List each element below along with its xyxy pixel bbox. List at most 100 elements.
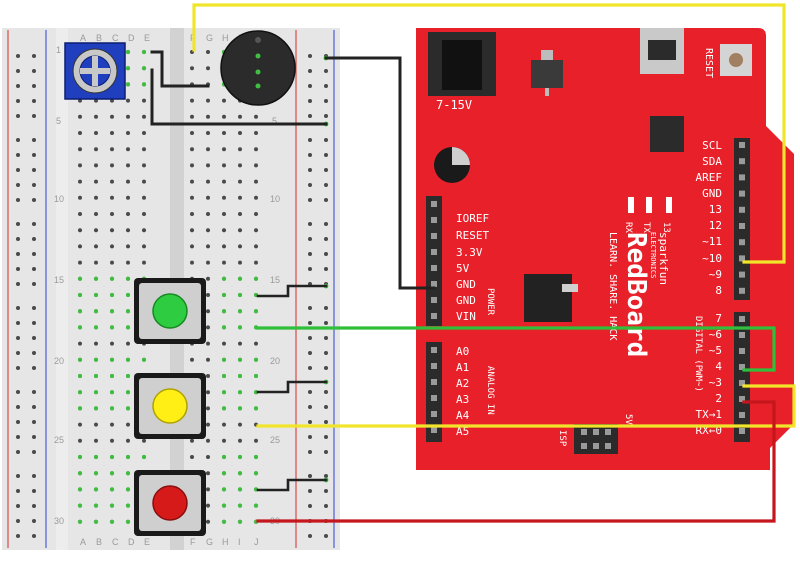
wire-rail-to-board-gnd[interactable]	[324, 56, 436, 290]
buzzer-body	[220, 30, 296, 106]
breadboard-hole	[222, 131, 226, 135]
breadboard-hole	[190, 114, 194, 119]
breadboard-hole	[126, 438, 130, 443]
breadboard-hole	[237, 357, 243, 362]
breadboard-hole	[16, 69, 20, 73]
breadboard-hole	[237, 309, 243, 314]
breadboard-hole	[77, 487, 83, 492]
breadboard-hole	[16, 351, 20, 355]
breadboard-hole	[109, 487, 115, 492]
header-pin	[581, 429, 587, 435]
wire-yellow-button-gnd[interactable]	[256, 380, 328, 394]
breadboard-hole	[308, 114, 312, 118]
breadboard-hole	[238, 228, 242, 233]
buzzer-hole-top	[255, 37, 261, 43]
breadboard-hole	[206, 325, 210, 330]
col-label-i-bottom: I	[238, 537, 241, 547]
header-pin	[431, 313, 437, 319]
breadboard-hole	[254, 147, 258, 152]
breadboard-hole	[142, 195, 146, 200]
voltage-regulator	[531, 60, 563, 88]
wire-yellow-button-to-pin3[interactable]	[256, 384, 796, 428]
wire-green-button-to-pin4[interactable]	[256, 326, 776, 372]
pushbutton-green[interactable]	[134, 278, 206, 344]
breadboard-hole	[221, 454, 227, 460]
breadboard-hole	[142, 228, 146, 233]
wire-buzzer-to-pin10[interactable]	[192, 3, 786, 264]
breadboard-hole	[254, 244, 258, 249]
breadboard-hole	[32, 405, 36, 409]
breadboard-hole	[126, 131, 130, 135]
breadboard-hole	[324, 114, 328, 118]
breadboard-hole	[125, 390, 131, 395]
breadboard-hole	[206, 244, 210, 249]
breadboard-hole	[77, 406, 83, 411]
breadboard-hole	[221, 357, 227, 362]
breadboard-hole	[222, 147, 226, 152]
breadboard-hole	[324, 405, 328, 409]
wire-red-button-to-pin2[interactable]	[256, 400, 776, 523]
breadboard-hole	[94, 438, 98, 443]
header-pin	[605, 429, 611, 435]
pushbutton-red[interactable]	[134, 470, 206, 536]
breadboard-hole	[324, 237, 328, 241]
breadboard-hole	[110, 131, 114, 135]
header-pin	[739, 239, 745, 246]
breadboard-hole	[125, 66, 131, 71]
breadboard-hole	[110, 212, 114, 216]
pushbutton-yellow-cap[interactable]	[152, 388, 188, 424]
redboard: 7-15V RESET RX TX 13 sparkfun ELECTRON	[416, 28, 794, 470]
pushbutton-green-cap[interactable]	[152, 293, 188, 329]
digital-pin-7: 7	[715, 312, 722, 325]
breadboard-hole	[16, 114, 20, 118]
breadboard-hole	[237, 276, 243, 281]
breadboard-hole	[254, 341, 258, 346]
wire-green-button-gnd[interactable]	[256, 284, 328, 298]
breadboard-hole	[308, 54, 312, 58]
pushbutton-yellow[interactable]	[134, 373, 206, 439]
breadboard-hole	[221, 487, 227, 492]
buzzer	[220, 30, 296, 106]
breadboard-hole	[125, 325, 131, 330]
digital-pin-2: 2	[715, 392, 722, 405]
analog-pin-a5: A5	[456, 425, 469, 438]
breadboard-hole	[93, 454, 99, 460]
breadboard-hole	[253, 357, 259, 362]
breadboard-hole	[324, 99, 328, 103]
wire-pot-to-buzzer[interactable]	[150, 50, 210, 88]
breadboard-hole	[308, 252, 312, 256]
breadboard-hole	[190, 66, 194, 71]
breadboard-hole	[308, 390, 312, 394]
breadboard-hole	[238, 341, 242, 346]
breadboard-hole	[253, 406, 259, 411]
breadboard-hole	[206, 131, 210, 135]
breadboard-hole	[237, 325, 243, 330]
breadboard-hole	[190, 212, 194, 216]
potentiometer[interactable]	[64, 42, 126, 100]
row-numbers-left: 1 5 10 15 20 25 30	[54, 45, 64, 526]
breadboard-hole	[324, 252, 328, 256]
wire-pot-to-gnd[interactable]	[150, 68, 328, 126]
breadboard-hole	[324, 390, 328, 394]
breadboard-hole	[190, 357, 194, 362]
pushbutton-red-cap[interactable]	[152, 485, 188, 521]
row-label-5: 5	[56, 116, 61, 126]
header-pin	[739, 223, 745, 229]
tx-led	[646, 197, 652, 213]
wire-red-button-gnd[interactable]	[256, 478, 328, 492]
breadboard-hole	[324, 351, 328, 355]
breadboard-hole	[110, 244, 114, 249]
board-branding: sparkfun ELECTRONICS RedBoard LEARN. SHA…	[607, 232, 670, 357]
breadboard-hole	[16, 306, 20, 310]
breadboard-hole	[324, 306, 328, 310]
header-pin	[593, 443, 599, 449]
breadboard-hole	[16, 534, 20, 538]
col-label-e-bottom: E	[144, 537, 150, 547]
breadboard-hole	[324, 168, 328, 172]
breadboard-hole	[32, 267, 36, 271]
breadboard-hole	[206, 147, 210, 152]
breadboard-hole	[110, 341, 114, 346]
digital-pin-8: 8	[715, 284, 722, 297]
reset-button-cap[interactable]	[729, 53, 743, 67]
breadboard-hole	[237, 454, 243, 460]
